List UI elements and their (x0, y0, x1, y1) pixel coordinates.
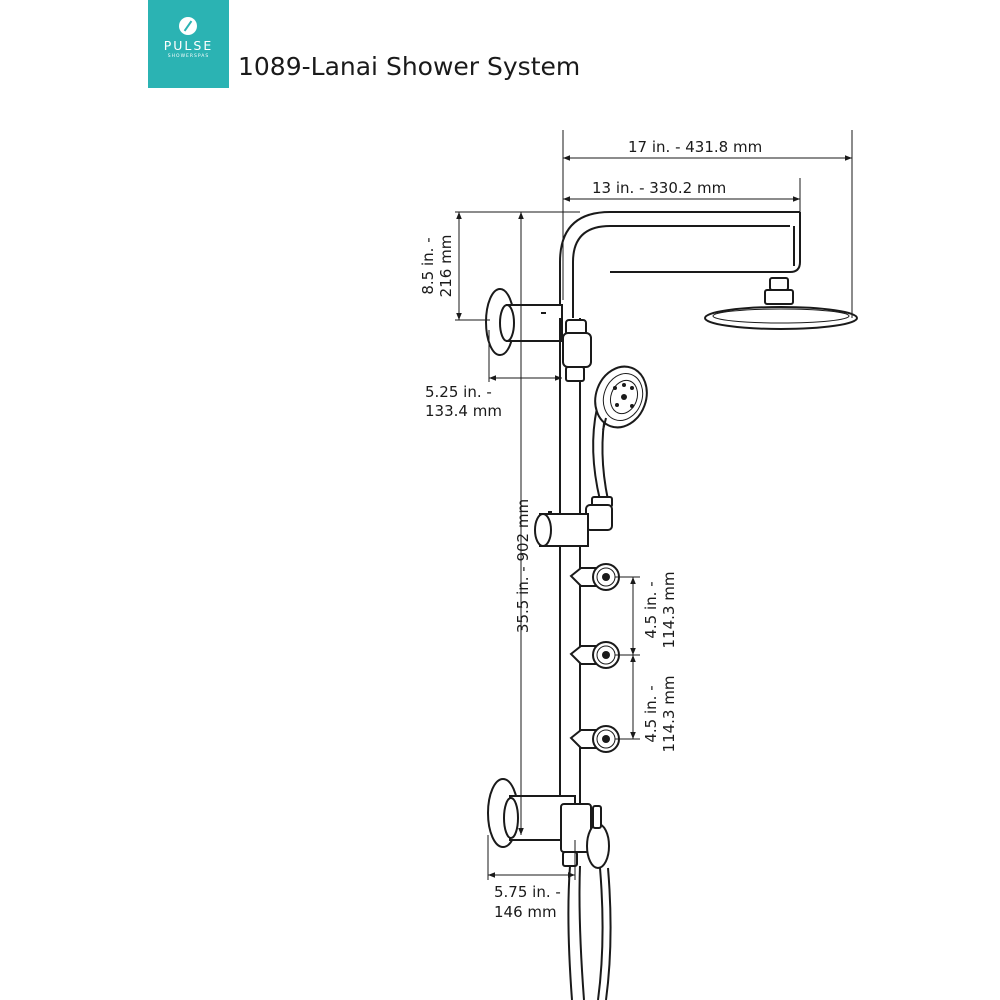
dim-bottom-bracket-line2: 146 mm (494, 903, 557, 921)
body-jet-top (569, 563, 620, 591)
dim-top-bracket-line2: 133.4 mm (425, 402, 502, 420)
logo-subtitle: SHOWERSPAS (167, 54, 210, 59)
dim-arm-height: 8.5 in. - 216 mm (419, 235, 455, 298)
dim-arm-reach: 13 in. - 330.2 mm (592, 179, 726, 197)
dim-top-bracket-line1: 5.25 in. - (425, 383, 492, 401)
dim-arm-height-line1: 8.5 in. - (419, 237, 437, 294)
dim-jet-spacing-upper-line2: 114.3 mm (660, 572, 678, 649)
body-jet-bottom (569, 725, 620, 753)
logo-brand: PULSE (163, 38, 214, 53)
body-jet-middle (569, 641, 620, 669)
dim-arm-height-line2: 216 mm (437, 235, 455, 298)
dim-overall-reach: 17 in. - 431.8 mm (628, 138, 762, 156)
dim-rail-length-group: 35.5 in. - 902 mm (514, 499, 532, 633)
pulse-logo-icon (179, 17, 197, 35)
page-title: 1089-Lanai Shower System (238, 52, 581, 81)
dimension-lines (455, 130, 853, 880)
dim-jet-spacing-upper: 4.5 in. - 114.3 mm (642, 572, 678, 649)
pulse-logo: PULSE SHOWERSPAS (148, 0, 229, 88)
dim-bottom-bracket-line1: 5.75 in. - (494, 883, 561, 901)
dim-jet-spacing-upper-line1: 4.5 in. - (642, 581, 660, 638)
dim-rail-length: 35.5 in. - 902 mm (514, 499, 532, 633)
dim-jet-spacing-lower-line2: 114.3 mm (660, 676, 678, 753)
shower-drawing (485, 211, 858, 1000)
dim-jet-spacing-lower: 4.5 in. - 114.3 mm (642, 676, 678, 753)
dim-jet-spacing-lower-line1: 4.5 in. - (642, 685, 660, 742)
